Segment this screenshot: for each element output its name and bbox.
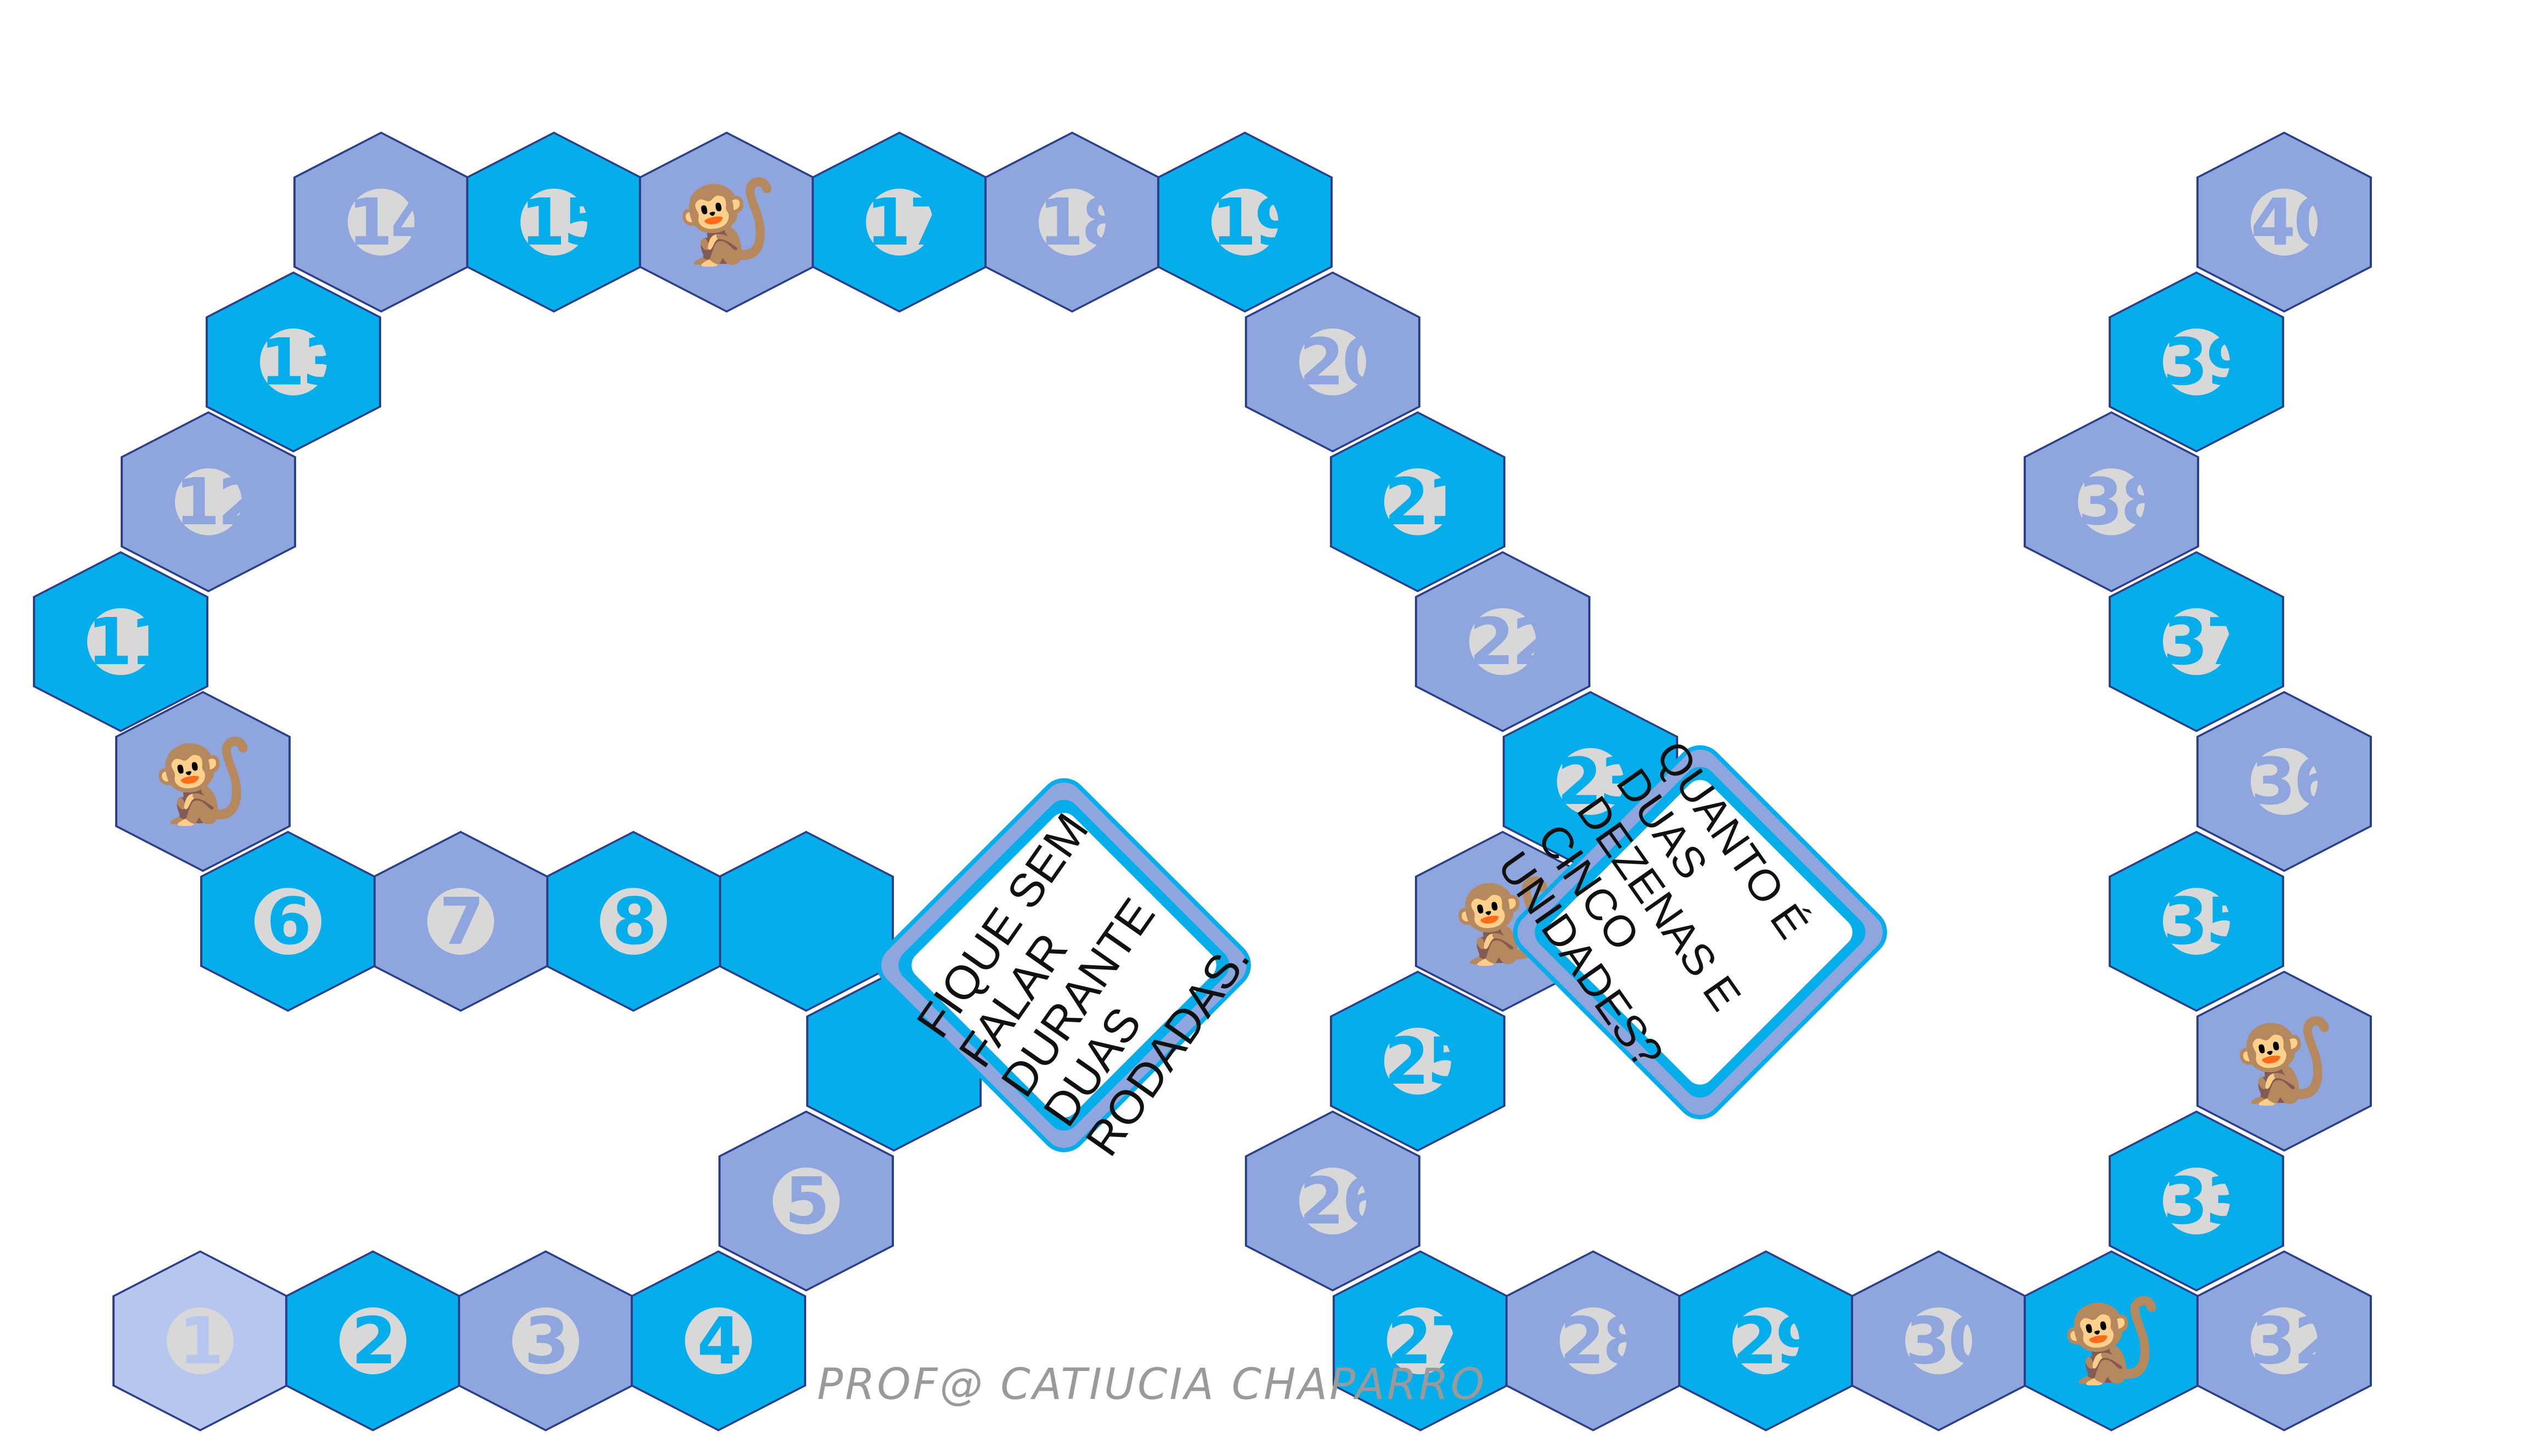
tile-number: 7 xyxy=(427,888,494,955)
tile-number: 2 xyxy=(339,1307,406,1374)
tile-7[interactable]: 7 xyxy=(373,831,548,1012)
tile-20[interactable]: 20 xyxy=(1245,271,1420,452)
tile-number: 11 xyxy=(87,604,175,679)
tile-28[interactable]: 28 xyxy=(1505,1250,1681,1431)
card-frame xyxy=(1513,745,1887,1119)
tile-4[interactable]: 4 xyxy=(631,1250,806,1431)
tile-number: 1 xyxy=(167,1307,234,1374)
tile-number: 14 xyxy=(348,184,435,260)
tile-1[interactable]: 1 xyxy=(112,1250,288,1431)
tile-monkey-31[interactable]: 🐒 xyxy=(2024,1250,2199,1431)
tile-21[interactable]: 21 xyxy=(1330,411,1505,592)
tile-number: 15 xyxy=(520,184,608,260)
tile-11[interactable]: 11 xyxy=(33,551,208,732)
tile-19[interactable]: 19 xyxy=(1157,132,1333,313)
tile-number: 28 xyxy=(1560,1303,1647,1379)
tile-number: 29 xyxy=(1732,1303,1820,1379)
tile-30[interactable]: 30 xyxy=(1851,1250,2026,1431)
tile-monkey-16[interactable]: 🐒 xyxy=(639,132,814,313)
tile-36[interactable]: 36 xyxy=(2196,691,2372,872)
tile-number: 35 xyxy=(2163,883,2251,959)
tile-17[interactable]: 17 xyxy=(812,132,987,313)
tile-3[interactable]: 3 xyxy=(458,1250,633,1431)
tile-25[interactable]: 25 xyxy=(1330,971,1505,1152)
tile-number: 21 xyxy=(1384,464,1472,540)
tile-number: 37 xyxy=(2163,604,2251,679)
tile-32[interactable]: 32 xyxy=(2196,1250,2372,1431)
author-credit: PROF@ CATIUCIA CHAPARRO xyxy=(817,1360,1487,1409)
tile-monkey-34[interactable]: 🐒 xyxy=(2196,971,2372,1152)
tile-number: 5 xyxy=(773,1168,840,1234)
challenge-card-question[interactable]: QUANTO É DUAS DEZENAS E CINCO UNIDADES? xyxy=(1481,713,1919,1152)
tile-number: 38 xyxy=(2078,464,2166,540)
tile-38[interactable]: 38 xyxy=(2024,411,2199,592)
monkey-icon: 🐒 xyxy=(2233,1013,2336,1109)
tile-number: 26 xyxy=(1299,1163,1387,1239)
tile-26[interactable]: 26 xyxy=(1245,1111,1420,1291)
tile-29[interactable]: 29 xyxy=(1678,1250,1854,1431)
tile-8[interactable]: 8 xyxy=(546,831,721,1012)
tile-number: 36 xyxy=(2251,744,2338,819)
challenge-card-silence[interactable]: FIQUE SEM FALAR DURANTE DUAS RODADAS. xyxy=(845,746,1283,1185)
tile-23[interactable]: 23 xyxy=(1503,691,1678,872)
tile-5[interactable]: 5 xyxy=(718,1111,894,1291)
tile-number: 20 xyxy=(1299,324,1387,400)
tile-number: 12 xyxy=(175,464,263,540)
tile-number: 39 xyxy=(2163,324,2251,400)
tile-13[interactable]: 13 xyxy=(206,271,381,452)
tile-27[interactable]: 27 xyxy=(1333,1250,1508,1431)
tile-number: 19 xyxy=(1211,184,1299,260)
tile-18[interactable]: 18 xyxy=(984,132,1160,313)
tile-22[interactable]: 22 xyxy=(1415,551,1590,732)
tile-number: 27 xyxy=(1387,1303,1475,1379)
tile-35[interactable]: 35 xyxy=(2109,831,2284,1012)
tile-40[interactable]: 40 xyxy=(2196,132,2372,313)
tile-number: 4 xyxy=(685,1307,752,1374)
tile-12[interactable]: 12 xyxy=(121,411,296,592)
card-frame xyxy=(877,778,1251,1152)
monkey-icon: 🐒 xyxy=(675,174,778,270)
tile-6[interactable]: 6 xyxy=(200,831,376,1012)
tile-number: 13 xyxy=(260,324,348,400)
tile-7-hidden[interactable] xyxy=(718,831,894,1012)
tile-number: 8 xyxy=(600,888,667,955)
tile-37[interactable]: 37 xyxy=(2109,551,2284,732)
tile-monkey-10[interactable]: 🐒 xyxy=(115,691,291,872)
tile-number: 22 xyxy=(1469,604,1557,679)
tile-number: 32 xyxy=(2251,1303,2338,1379)
tile-number: 3 xyxy=(512,1307,579,1374)
tile-number: 40 xyxy=(2251,184,2338,260)
tile-number: 6 xyxy=(254,888,321,955)
tile-number: 30 xyxy=(1905,1303,1993,1379)
tile-33[interactable]: 33 xyxy=(2109,1111,2284,1291)
tile-number: 33 xyxy=(2163,1163,2251,1239)
monkey-icon: 🐒 xyxy=(151,734,254,829)
tile-39[interactable]: 39 xyxy=(2109,271,2284,452)
tile-2[interactable]: 2 xyxy=(285,1250,461,1431)
tile-number: 17 xyxy=(866,184,954,260)
tile-number: 18 xyxy=(1039,184,1126,260)
monkey-icon: 🐒 xyxy=(2060,1293,2163,1389)
tile-14[interactable]: 14 xyxy=(293,132,469,313)
tile-15[interactable]: 15 xyxy=(466,132,642,313)
tile-number: 25 xyxy=(1384,1023,1472,1099)
